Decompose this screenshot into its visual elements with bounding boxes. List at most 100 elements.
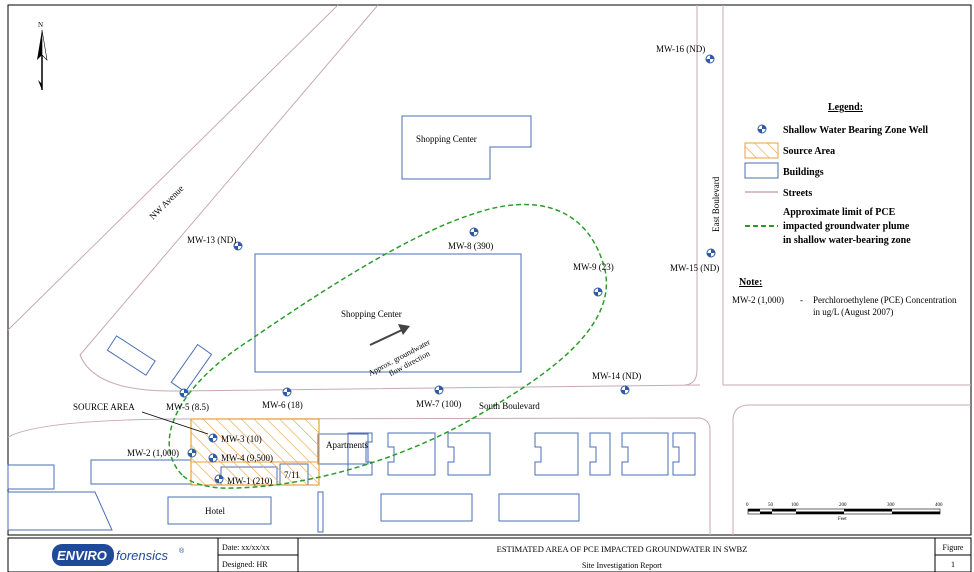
figure-label: Figure: [943, 543, 964, 552]
logo-mark: ®: [179, 547, 185, 555]
building-small-2: [170, 343, 213, 393]
street-south-blvd-north-edge: [79, 354, 701, 392]
well-label-mw14: MW-14 (ND): [592, 371, 641, 381]
well-label-mw8: MW-8 (390): [448, 241, 493, 251]
well-icon-mw8: [469, 227, 479, 237]
building-apt-block-4: [534, 432, 579, 476]
scale-tick-300: 300: [887, 503, 895, 508]
well-labels: MW-16 (ND) MW-13 (ND) MW-8 (390) MW-9 (2…: [127, 44, 719, 486]
street-label-south-boulevard: South Boulevard: [479, 401, 540, 411]
label-hotel: Hotel: [205, 506, 225, 516]
note-line1: Perchloroethylene (PCE) Concentration: [813, 295, 957, 305]
well-icon-mw2: [187, 448, 197, 458]
well-label-mw6: MW-6 (18): [262, 400, 303, 410]
legend-source-swatch: [744, 142, 779, 159]
street-east-blvd-west-edge: [684, 5, 698, 386]
flow-direction-arrow: [369, 324, 410, 346]
source-area: [190, 418, 320, 486]
scale-tick-200: 200: [839, 503, 847, 508]
building-hotel: [167, 496, 272, 525]
legend-well-icon: [757, 124, 767, 134]
legend-plume-line1: Approximate limit of PCE: [783, 207, 896, 218]
legend-plume-line3: in shallow water-bearing zone: [783, 235, 911, 246]
note-line2: in ug/L (August 2007): [813, 307, 893, 317]
scale-bar: 0 50 100 200 300 400 Feet: [746, 503, 943, 522]
scale-tick-0: 0: [746, 503, 749, 508]
label-shopping-center-north: Shopping Center: [416, 134, 477, 144]
well-label-mw2: MW-2 (1,000): [127, 448, 179, 458]
building-apt-block-1: [347, 432, 373, 476]
well-icon-mw1: [214, 474, 224, 484]
source-area-callout: SOURCE AREA: [73, 402, 135, 412]
legend-buildings-label: Buildings: [783, 167, 824, 178]
building-shopping-center-main: [254, 253, 522, 373]
north-arrow-letter: N: [38, 21, 43, 29]
legend-source-label: Source Area: [783, 146, 835, 157]
scale-tick-400: 400: [935, 503, 943, 508]
note-key: MW-2 (1,000): [732, 295, 784, 305]
building-left-2: [7, 491, 113, 531]
well-icon-mw15: [706, 248, 716, 258]
scale-tick-100: 100: [791, 503, 799, 508]
well-label-mw7: MW-7 (100): [416, 399, 461, 409]
legend-title: Legend:: [828, 102, 863, 113]
pce-plume-boundary: [168, 203, 608, 489]
building-south-3: [498, 493, 580, 522]
well-icon-mw3: [208, 433, 218, 443]
well-label-mw4: MW-4 (9,500): [221, 453, 273, 463]
figure-number: 1: [951, 560, 955, 569]
well-label-mw15: MW-15 (ND): [670, 263, 719, 273]
well-icon-mw9: [593, 287, 603, 297]
title-block-designed: Designed: HR: [222, 560, 268, 569]
well-label-mw5: MW-5 (8.5): [166, 402, 209, 412]
well-icon-mw16: [705, 54, 715, 64]
note-dash: -: [800, 295, 803, 305]
label-apartments: Apartments: [326, 440, 368, 450]
legend-buildings-swatch: [744, 162, 779, 179]
legend-plume-line2: impacted groundwater plume: [783, 221, 910, 232]
scale-unit: Feet: [838, 517, 847, 522]
street-label-east-boulevard: East Boulevard: [711, 176, 721, 232]
title-block-subtitle: Site Investigation Report: [582, 561, 663, 570]
building-shopping-center-north: [401, 115, 532, 180]
well-label-mw9: MW-9 (23): [573, 262, 614, 272]
building-apt-block-2: [387, 432, 436, 476]
building-apt-block-7: [672, 432, 696, 476]
well-icon-mw4: [208, 453, 218, 463]
label-shopping-center-main: Shopping Center: [341, 309, 402, 319]
legend: Legend: Shallow Water Bearing Zone Well …: [744, 102, 928, 246]
streets: [7, 4, 971, 535]
well-icon-mw5: [179, 388, 189, 398]
well-icon-mw7: [434, 385, 444, 395]
building-apt-block-6: [621, 432, 669, 476]
source-area-leader: [141, 411, 209, 435]
legend-well-label: Shallow Water Bearing Zone Well: [783, 125, 928, 136]
well-label-mw3: MW-3 (10): [221, 434, 262, 444]
note: Note: MW-2 (1,000) - Perchloroethylene (…: [732, 277, 957, 317]
title-block-title: ESTIMATED AREA OF PCE IMPACTED GROUNDWAT…: [497, 544, 748, 554]
building-small-1: [106, 335, 156, 376]
logo-forensics: forensics: [116, 548, 169, 563]
building-apt-block-5: [589, 432, 611, 476]
scale-tick-50: 50: [768, 503, 774, 508]
company-logo: ENVIRO forensics ®: [52, 544, 185, 566]
well-icon-mw6: [282, 387, 292, 397]
building-south-2: [380, 493, 473, 522]
building-apt-block-3: [447, 432, 491, 476]
logo-enviro: ENVIRO: [57, 548, 107, 563]
building-south-1: [317, 491, 324, 533]
street-nw-avenue-edge-2: [79, 4, 379, 356]
well-label-mw16: MW-16 (ND): [656, 44, 705, 54]
title-block-date: Date: xx/xx/xx: [222, 543, 270, 552]
north-arrow: N: [37, 21, 48, 90]
street-nw-avenue-edge-1: [7, 4, 339, 331]
street-east-blvd-corner-se: [732, 404, 971, 535]
north-arrow-icon: [37, 30, 42, 60]
well-label-mw1: MW-1 (210): [227, 476, 272, 486]
legend-streets-label: Streets: [783, 188, 812, 199]
well-label-mw13: MW-13 (ND): [187, 235, 236, 245]
street-south-blvd-south-edge: [7, 417, 711, 535]
note-title: Note:: [739, 277, 762, 288]
label-seven-eleven: 7/11: [284, 470, 300, 480]
